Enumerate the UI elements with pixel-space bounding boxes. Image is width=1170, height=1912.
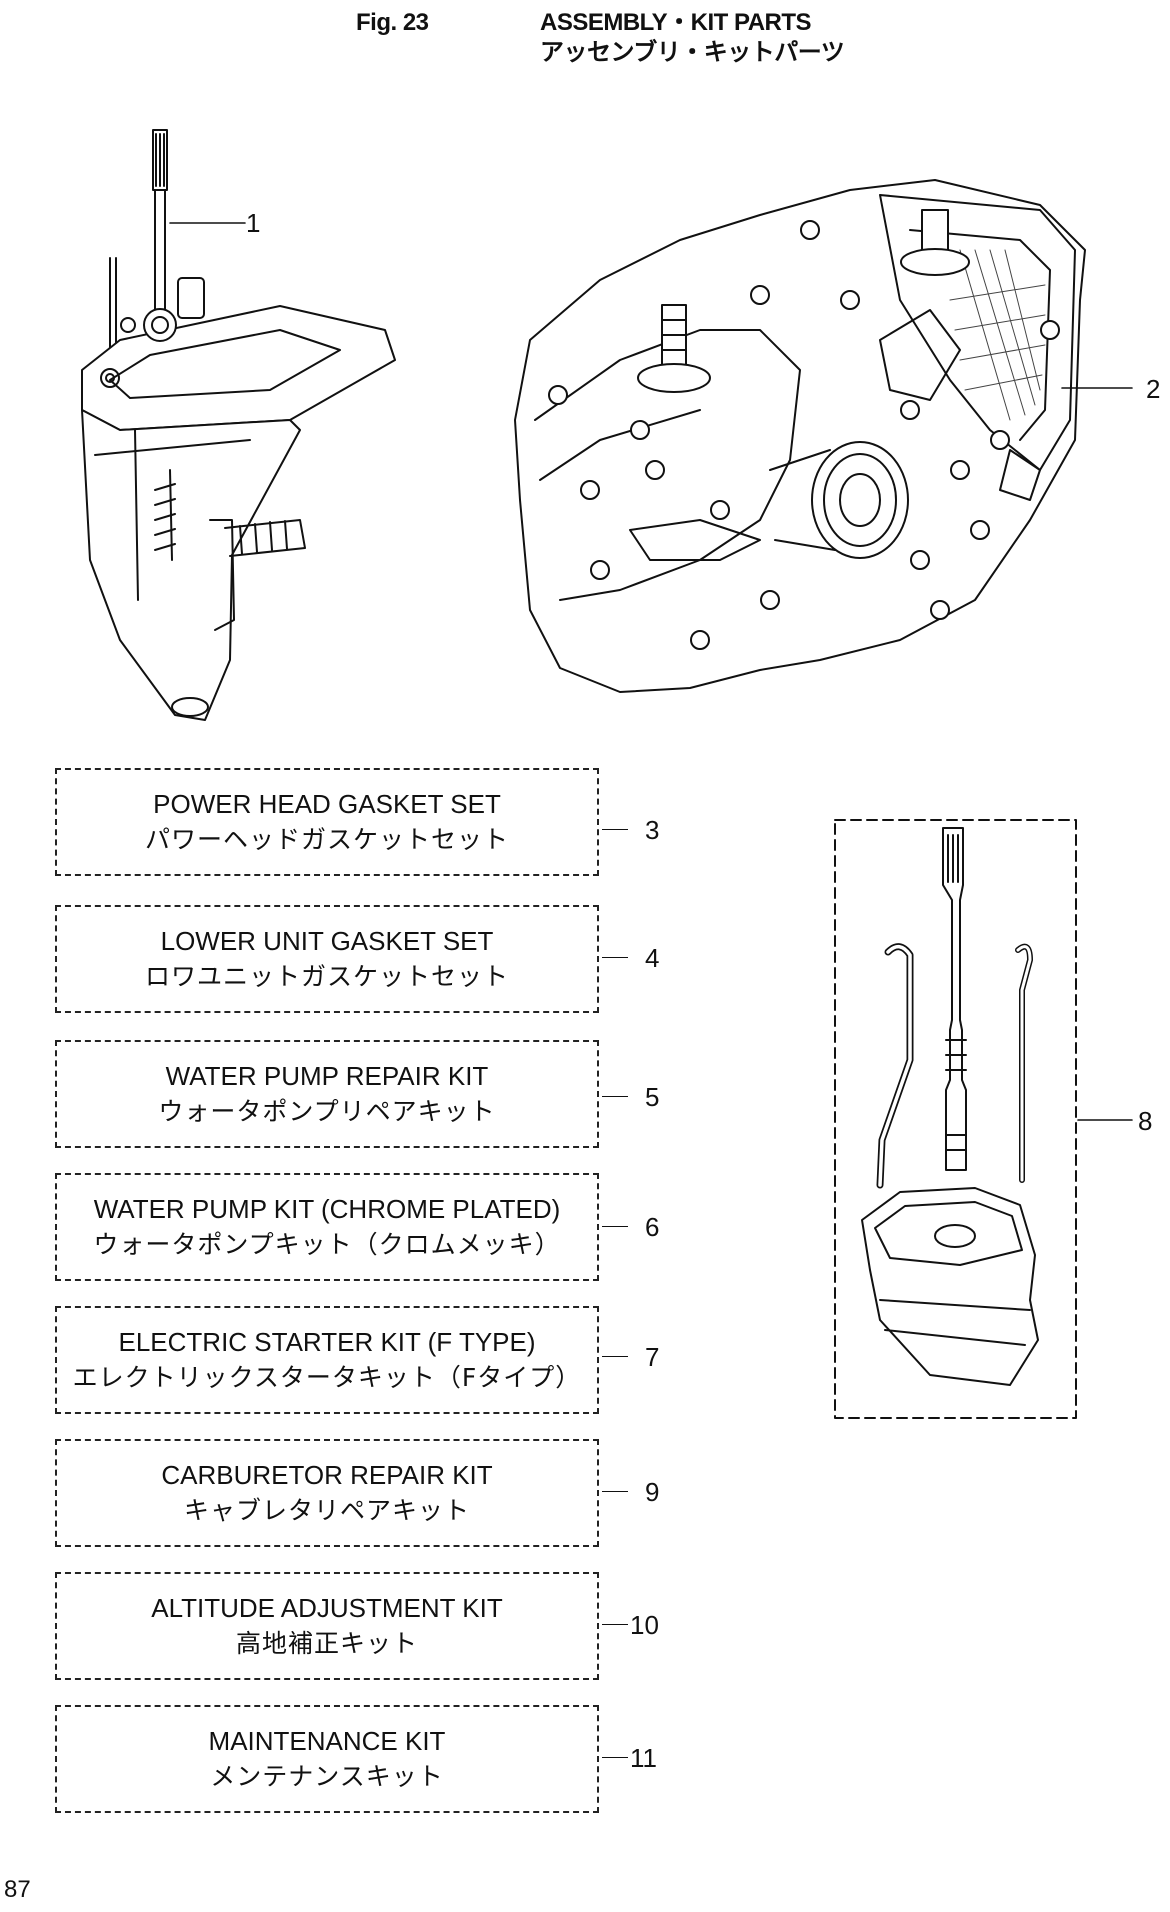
- callout-8: 8: [1138, 1106, 1153, 1136]
- kit-name-en: CARBURETOR REPAIR KIT: [161, 1460, 493, 1490]
- kit-box-power-head-gasket-set: POWER HEAD GASKET SET パワーヘッドガスケットセット: [55, 768, 599, 876]
- leader-4: [602, 957, 628, 958]
- figure-title-en: ASSEMBLY・KIT PARTS: [540, 9, 812, 36]
- kit-name-jp: ウォータポンプリペアキット: [158, 1097, 496, 1126]
- kit-name-jp: エレクトリックスタータキット（Fタイプ）: [72, 1363, 582, 1392]
- callout-1: 1: [246, 208, 261, 238]
- kit-box-electric-starter-kit: ELECTRIC STARTER KIT (F TYPE) エレクトリックスター…: [55, 1306, 599, 1414]
- callout-11: 11: [630, 1743, 657, 1773]
- leader-5: [602, 1096, 628, 1097]
- kit-name-en: POWER HEAD GASKET SET: [153, 789, 501, 819]
- kit-box-carburetor-repair-kit: CARBURETOR REPAIR KIT キャブレタリペアキット: [55, 1439, 599, 1547]
- kit-name-en: LOWER UNIT GASKET SET: [160, 926, 494, 956]
- leader-10: [602, 1624, 628, 1625]
- figure-title-jp: アッセンブリ・キットパーツ: [540, 39, 845, 66]
- figure-title: ASSEMBLY・KIT PARTS アッセンブリ・キットパーツ: [540, 8, 845, 68]
- kit-name-en: ALTITUDE ADJUSTMENT KIT: [151, 1593, 503, 1623]
- kit-box-water-pump-repair-kit: WATER PUMP REPAIR KIT ウォータポンプリペアキット: [55, 1040, 599, 1148]
- kit-name-jp: メンテナンスキット: [210, 1762, 444, 1791]
- lower-unit-illustration: [81, 129, 396, 721]
- kit-name-en: ELECTRIC STARTER KIT (F TYPE): [118, 1327, 536, 1357]
- callout-9: 9: [645, 1477, 660, 1507]
- leader-11: [602, 1757, 628, 1758]
- callout-3: 3: [645, 815, 660, 845]
- kit-name-jp: ロワユニットガスケットセット: [144, 962, 509, 991]
- callout-6: 6: [645, 1212, 660, 1242]
- leader-3: [602, 829, 628, 830]
- kit-name-jp: ウォータポンプキット（クロムメッキ）: [93, 1230, 561, 1259]
- kit-name-en: WATER PUMP REPAIR KIT: [165, 1061, 489, 1091]
- leader-9: [602, 1491, 628, 1492]
- kit-name-en: MAINTENANCE KIT: [208, 1726, 446, 1756]
- kit-name-jp: 高地補正キット: [235, 1629, 418, 1658]
- kit-box-lower-unit-gasket-set: LOWER UNIT GASKET SET ロワユニットガスケットセット: [55, 905, 599, 1013]
- leader-6: [602, 1226, 628, 1227]
- callout-5: 5: [645, 1082, 660, 1112]
- kit-box-water-pump-kit-chrome-plated: WATER PUMP KIT (CHROME PLATED) ウォータポンプキッ…: [55, 1173, 599, 1281]
- kit-name-jp: パワーヘッドガスケットセット: [144, 825, 509, 854]
- figure-label: Fig. 23: [356, 9, 429, 36]
- leader-7: [602, 1356, 628, 1357]
- kit-box-altitude-adjustment-kit: ALTITUDE ADJUSTMENT KIT 高地補正キット: [55, 1572, 599, 1680]
- callout-10: 10: [630, 1610, 659, 1640]
- kit-name-en: WATER PUMP KIT (CHROME PLATED): [93, 1194, 561, 1224]
- page-number: 87: [4, 1876, 31, 1903]
- callout-4: 4: [645, 943, 660, 973]
- drive-shaft-kit-illustration: [861, 827, 1039, 1386]
- power-head-illustration: [514, 179, 1086, 693]
- callout-2: 2: [1146, 374, 1161, 404]
- kit-name-jp: キャブレタリペアキット: [183, 1496, 470, 1525]
- kit-box-maintenance-kit: MAINTENANCE KIT メンテナンスキット: [55, 1705, 599, 1813]
- callout-7: 7: [645, 1342, 660, 1372]
